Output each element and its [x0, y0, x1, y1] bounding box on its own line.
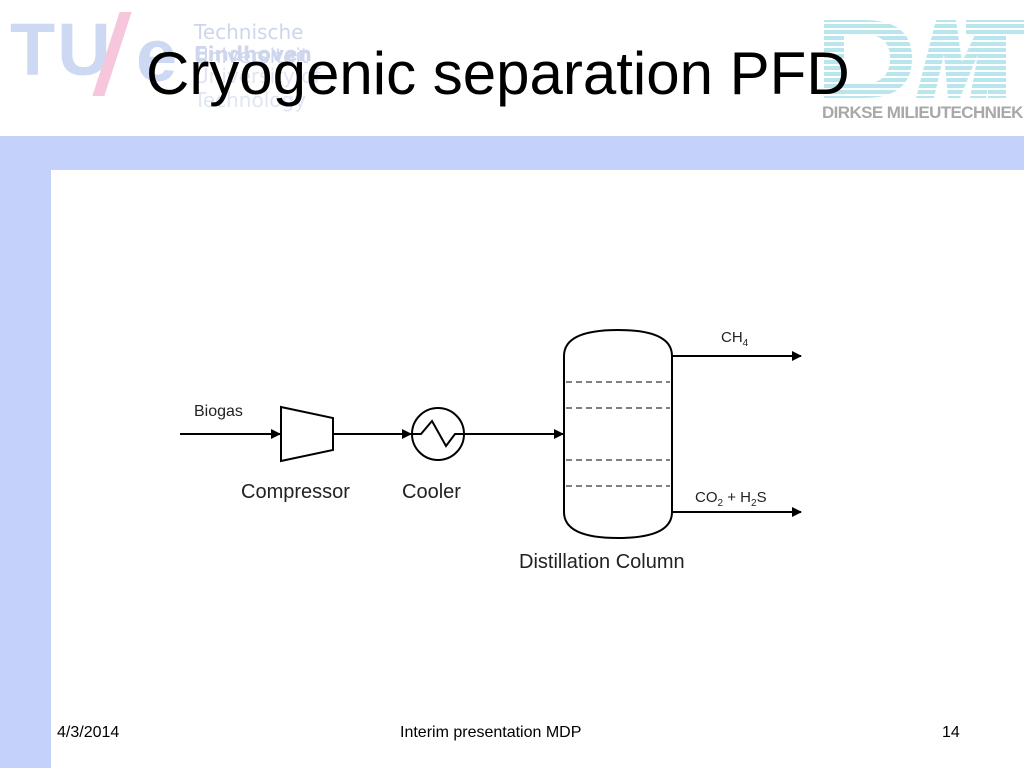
tue-logo: TU e Technische Universiteit Eindhoven U… [10, 6, 410, 113]
column-trays [566, 381, 670, 487]
cooler-label: Cooler [402, 481, 461, 503]
distillation-column-symbol [563, 328, 673, 540]
cooler-coil [412, 419, 464, 448]
compressor-label: Compressor [241, 481, 350, 503]
tue-logo-line-1: Technische Universiteit [194, 20, 309, 68]
slide-title: Cryogenic separation PFD [146, 40, 850, 107]
ch4-label: CH4 [721, 329, 749, 349]
co2-h2s-label: CO2 + H2S [695, 489, 767, 509]
tue-logo-line-3: University of Technology [194, 64, 321, 112]
distillation-column-label: Distillation Column [519, 551, 685, 573]
biogas-label: Biogas [194, 403, 243, 420]
tue-logo-line-2: Eindhoven [194, 42, 312, 66]
dmt-logo-mark [824, 20, 1024, 98]
left-band [0, 136, 51, 768]
tue-logo-e: e [136, 14, 178, 97]
compressor-symbol [280, 405, 334, 463]
header-band [0, 136, 1024, 170]
dmt-logo-caption: DIRKSE MILIEUTECHNIEK [822, 103, 1023, 122]
tue-logo-tu: TU [10, 8, 113, 91]
footer-date: 4/3/2014 [57, 724, 120, 741]
footer-title: Interim presentation MDP [400, 724, 582, 741]
footer-page-number: 14 [942, 724, 960, 741]
